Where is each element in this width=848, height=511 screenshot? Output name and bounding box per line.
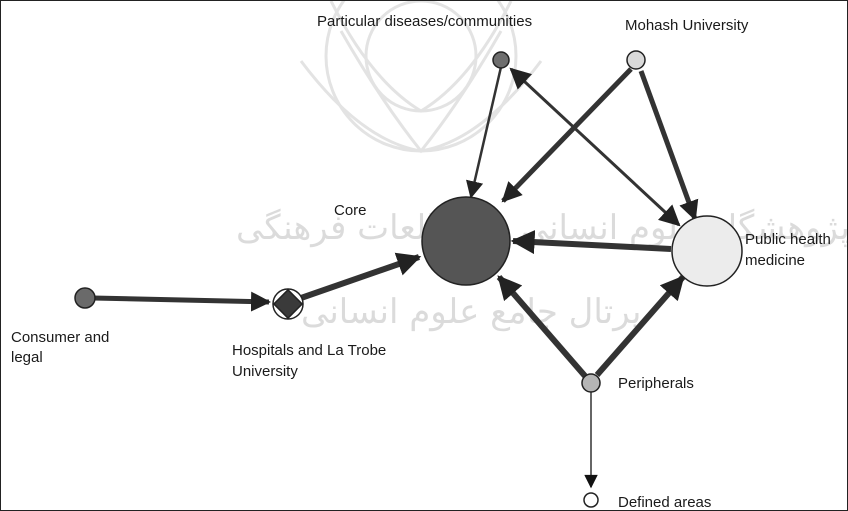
watermark-text-line2: پرتال جامع علوم انسانی xyxy=(301,292,641,332)
edge-hospitals-to-core xyxy=(300,252,422,301)
node-peripherals[interactable] xyxy=(581,373,601,393)
nodes xyxy=(74,50,743,508)
node-monash[interactable] xyxy=(626,50,646,70)
label-particular: Particular diseases/communities xyxy=(317,13,532,30)
label-defined: Defined areas xyxy=(618,494,711,510)
node-consumer[interactable] xyxy=(74,287,96,309)
edge-particular-public-health xyxy=(509,67,681,227)
label-public-health-line1: Public health xyxy=(745,231,831,248)
watermark-emblem xyxy=(299,1,543,154)
label-core: Core xyxy=(334,202,367,219)
edges xyxy=(92,66,699,489)
edge-monash-to-public-health xyxy=(638,70,699,221)
node-hospitals[interactable] xyxy=(272,288,304,320)
edge-consumer-to-hospitals xyxy=(92,291,271,312)
edge-public-health-to-core xyxy=(510,230,672,255)
label-consumer-line2: legal xyxy=(11,349,43,366)
node-defined[interactable] xyxy=(583,492,599,508)
label-monash: Mohash University xyxy=(625,17,749,34)
edge-peripherals-to-core xyxy=(496,275,588,378)
label-public-health-line2: medicine xyxy=(745,252,805,269)
watermark: پژوهشگاه علوم انسانی و مطالعات فرهنگی پر… xyxy=(236,1,847,332)
label-peripherals: Peripherals xyxy=(618,375,694,392)
node-public-health[interactable] xyxy=(671,215,743,287)
label-consumer-line1: Consumer and xyxy=(11,329,109,346)
edge-monash-to-core xyxy=(501,67,633,203)
label-hospitals-line2: University xyxy=(232,363,298,380)
labels: Core Particular diseases/communities Moh… xyxy=(11,13,831,510)
node-core[interactable] xyxy=(421,196,511,286)
label-hospitals-line1: Hospitals and La Trobe xyxy=(232,342,386,359)
node-particular[interactable] xyxy=(492,51,510,69)
edge-particular-to-core xyxy=(466,66,503,199)
edge-peripherals-to-public-health xyxy=(594,275,686,377)
